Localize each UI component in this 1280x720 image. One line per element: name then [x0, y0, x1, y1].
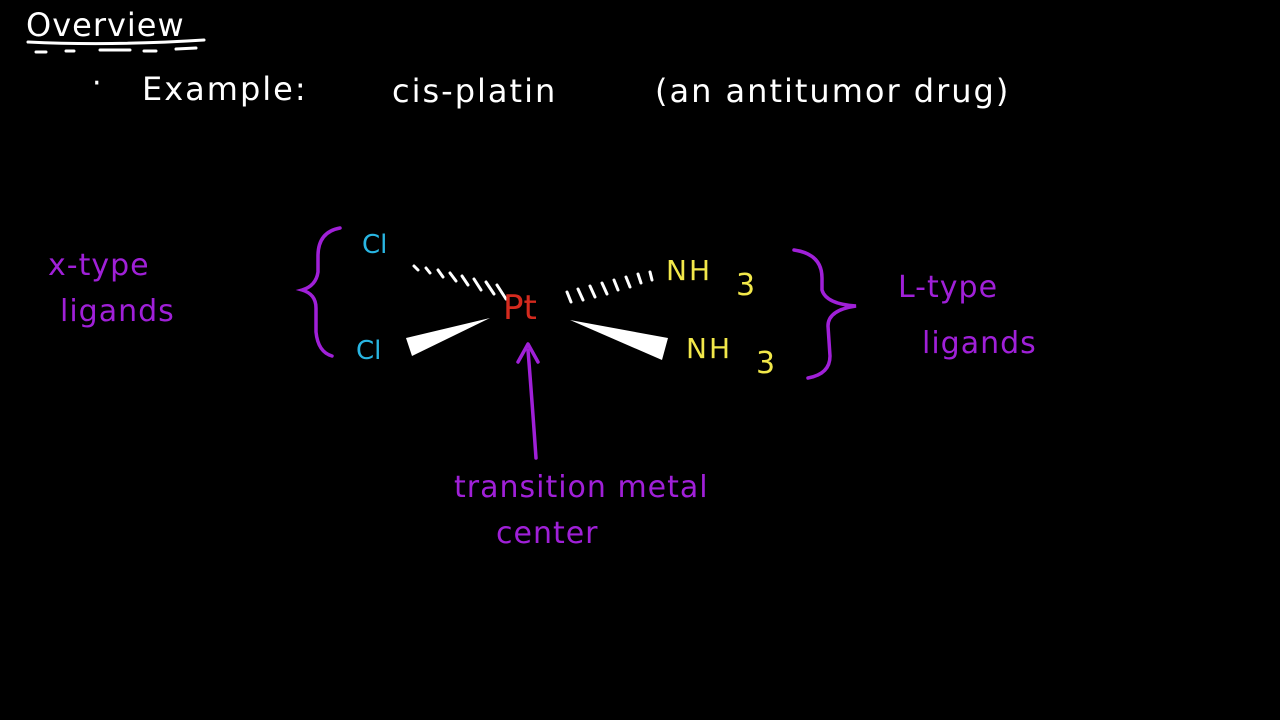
arrow-shaft: [526, 348, 538, 460]
bullet-dot: ·: [92, 66, 102, 101]
wedge-bond-left: [406, 318, 490, 356]
platinum-center-label: Pt: [503, 288, 537, 328]
hashed-bond-left: [412, 264, 508, 301]
wedge-bond-right: [570, 320, 668, 360]
title-underline-dashes: [34, 46, 198, 54]
left-brace: [295, 226, 342, 358]
x-type-label-line1: x-type: [48, 248, 150, 283]
right-brace: [792, 248, 857, 380]
chlorine-bottom-label: Cl: [356, 336, 382, 366]
ammonia-bottom-label: NH: [686, 332, 732, 365]
chlorine-top-label: Cl: [362, 230, 388, 260]
arrow-head: [516, 342, 540, 364]
compound-description: (an antitumor drug): [655, 72, 1011, 110]
title-underline: [26, 38, 206, 46]
ammonia-bottom-subscript: 3: [756, 346, 776, 381]
metal-center-label-line2: center: [496, 516, 599, 551]
l-type-label-line2: ligands: [922, 326, 1037, 361]
ammonia-top-label: NH: [666, 254, 712, 287]
l-type-label-line1: L-type: [898, 270, 999, 305]
page-title: Overview: [26, 6, 185, 44]
example-label: Example:: [142, 70, 308, 108]
x-type-label-line2: ligands: [60, 294, 175, 329]
hashed-bond-right: [565, 270, 654, 304]
metal-center-label-line1: transition metal: [454, 470, 709, 505]
compound-name: cis-platin: [392, 72, 558, 110]
ammonia-top-subscript: 3: [736, 268, 756, 303]
